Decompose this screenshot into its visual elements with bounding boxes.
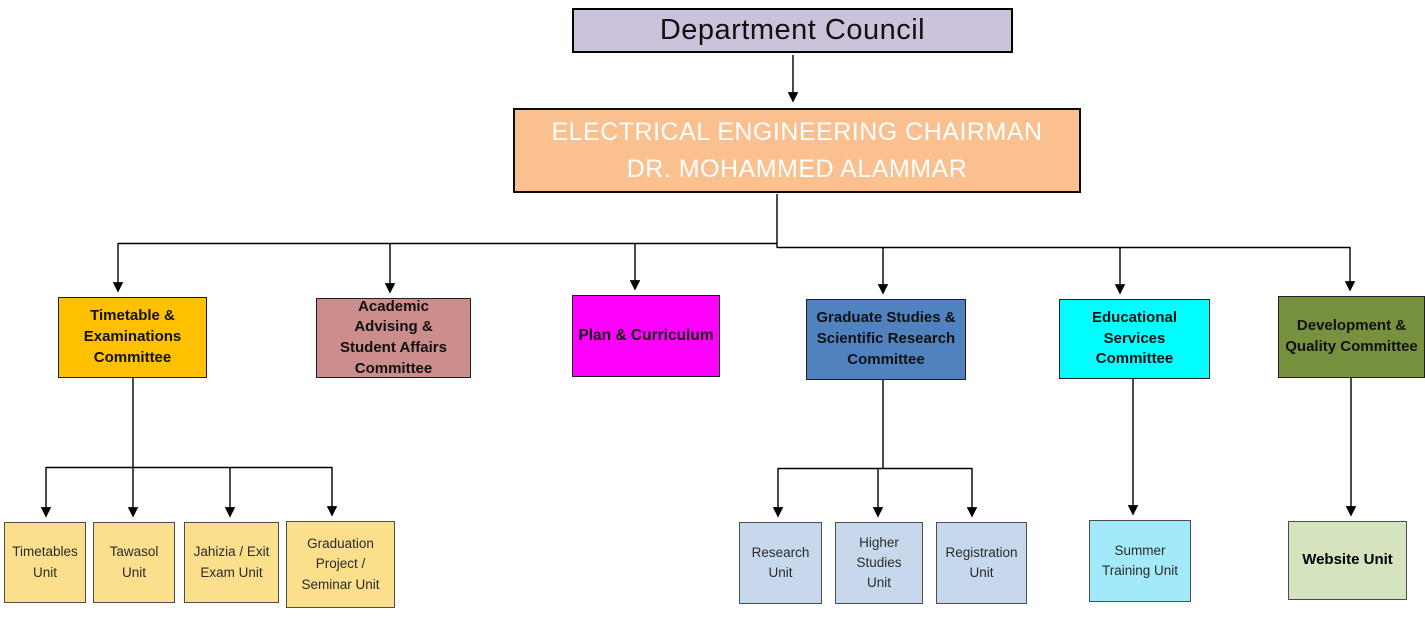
node-timetable-examinations-committee: Timetable & Examinations Committee [58,297,207,378]
node-jahizia-exit-exam-unit: Jahizia / Exit Exam Unit [184,522,279,603]
node-department-council: Department Council [572,8,1013,53]
node-summer-training-unit: Summer Training Unit [1089,520,1191,602]
node-website-unit: Website Unit [1288,521,1407,600]
node-registration-unit: Registration Unit [936,522,1027,604]
node-timetables-unit: Timetables Unit [4,522,86,603]
node-development-quality-committee: Development & Quality Committee [1278,296,1425,378]
node-tawasol-unit: Tawasol Unit [93,522,175,603]
node-graduation-project-seminar-unit: Graduation Project / Seminar Unit [286,521,395,608]
node-educational-services-committee: Educational Services Committee [1059,299,1210,379]
chairman-title: ELECTRICAL ENGINEERING CHAIRMAN [551,117,1043,146]
node-academic-advising-committee: Academic Advising & Student Affairs Comm… [316,298,471,378]
node-research-unit: Research Unit [739,522,822,604]
chairman-name: DR. MOHAMMED ALAMMAR [626,154,968,183]
node-higher-studies-unit: Higher Studies Unit [835,522,923,604]
node-graduate-studies-committee: Graduate Studies & Scientific Research C… [806,299,966,380]
node-plan-curriculum-committee: Plan & Curriculum [572,295,720,377]
node-chairman: ELECTRICAL ENGINEERING CHAIRMAN DR. MOHA… [513,108,1081,193]
